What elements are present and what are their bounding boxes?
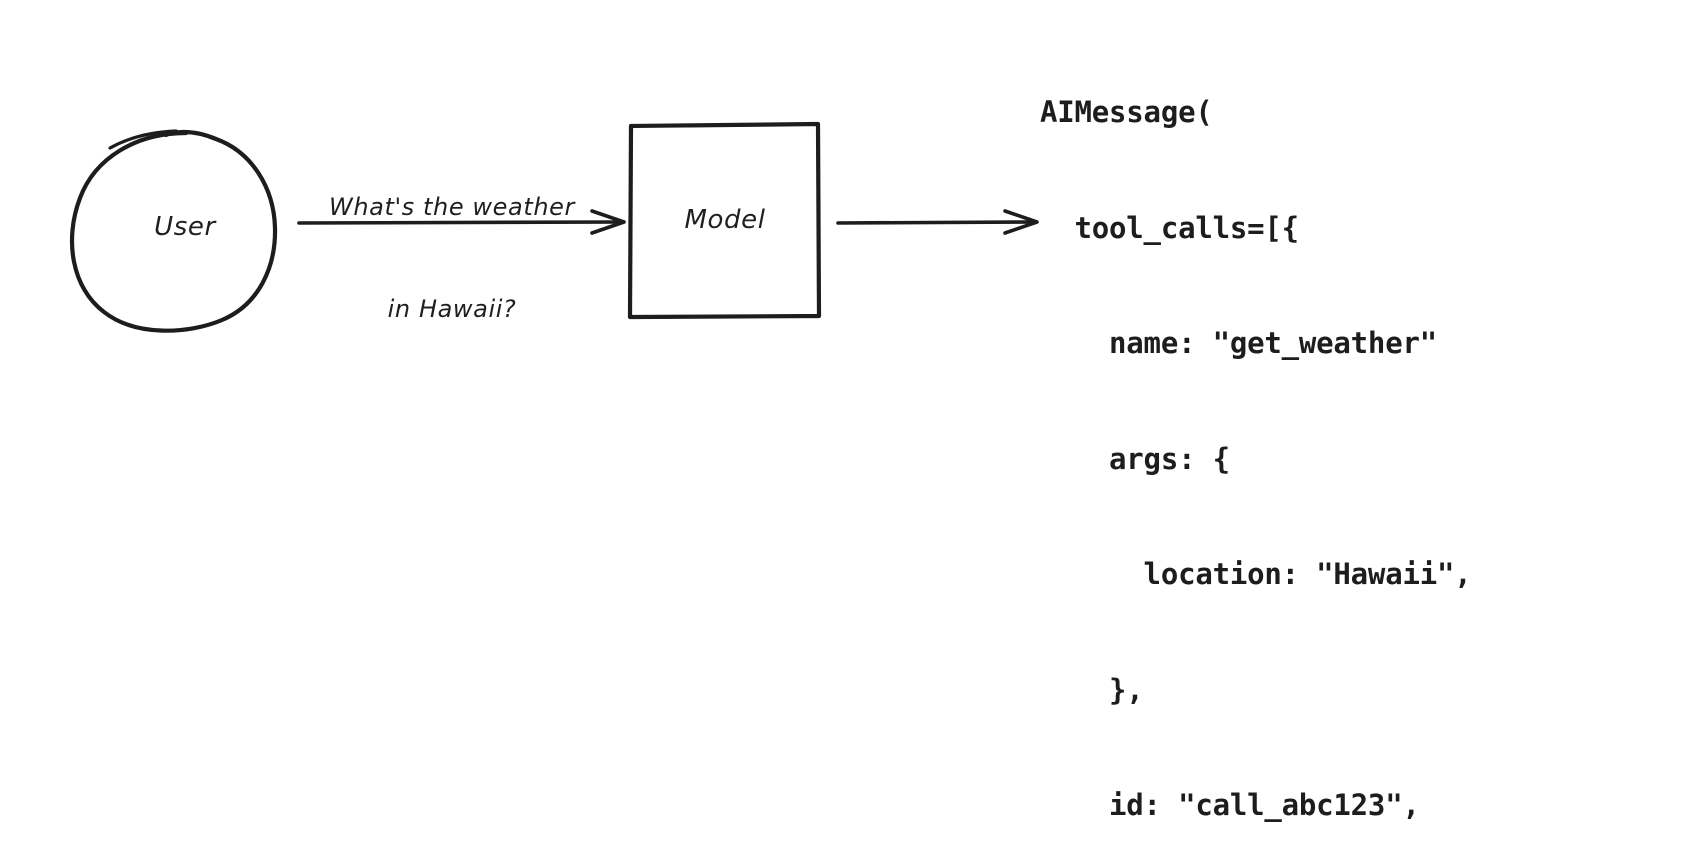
edge-label-line-2: in Hawaii? (387, 295, 517, 323)
edge-label-user-to-model: What's the weather in Hawaii? (282, 122, 622, 394)
code-line-6: }, (1040, 672, 1144, 707)
ai-message-code-block: AIMessage( tool_calls=[{ name: "get_weat… (1040, 16, 1472, 864)
code-line-2: tool_calls=[{ (1040, 210, 1300, 245)
model-node-rect[interactable] (627, 121, 822, 320)
arrow-model-to-output (836, 209, 1039, 235)
sketch-strokes-layer (69, 121, 1039, 333)
code-line-4: args: { (1040, 441, 1230, 476)
edge-label-line-1: What's the weather (329, 193, 575, 221)
model-node-label: Model (684, 205, 766, 235)
user-node-label: User (154, 212, 216, 242)
code-line-7: id: "call_abc123", (1040, 788, 1420, 822)
code-line-1: AIMessage( (1040, 95, 1213, 129)
diagram-canvas: User Model What's the weather in Hawaii?… (69, 95, 1472, 822)
user-node-circle[interactable] (69, 129, 278, 333)
arrow-user-to-model (297, 209, 626, 235)
code-line-3: name: "get_weather" (1040, 326, 1437, 360)
code-line-5: location: "Hawaii", (1040, 557, 1472, 591)
